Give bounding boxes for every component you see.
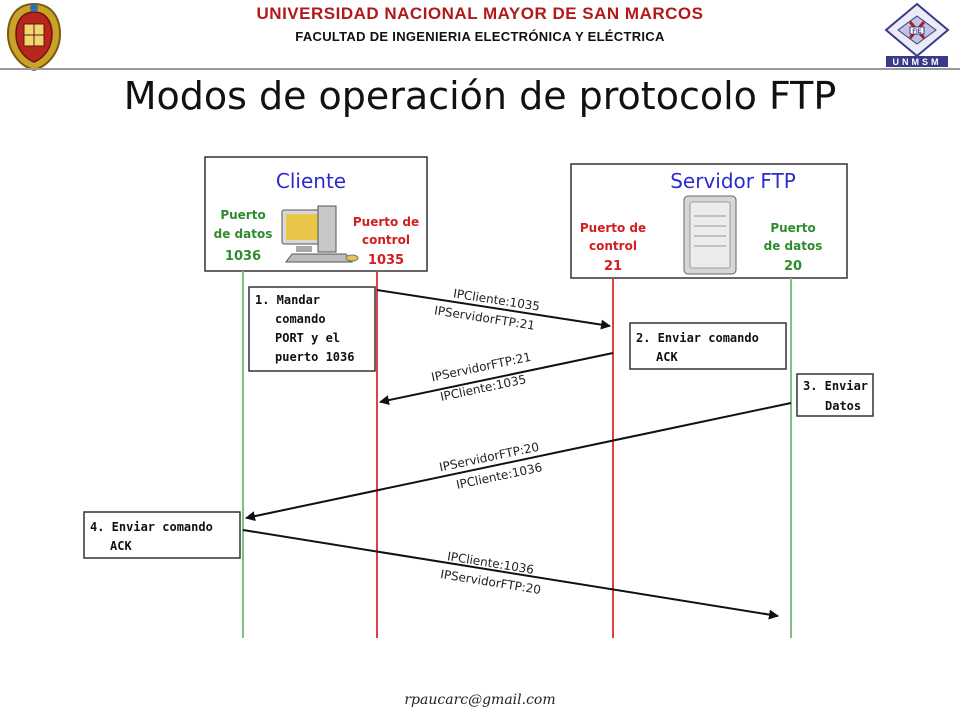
message-1-arrow [376,289,611,330]
unmsm-text: UNMSM [893,57,942,67]
author-email: rpaucarc@gmail.com [404,692,556,708]
header-divider [0,68,960,70]
server-data-port-number: 20 [784,259,802,274]
step-1-box [248,286,376,372]
message-2-arrow [379,352,614,406]
university-name: UNIVERSIDAD NACIONAL MAYOR DE SAN MARCOS [256,4,704,23]
client-data-port-line1: Puerto [220,208,265,222]
faculty-name: FACULTAD DE INGENIERIA ELECTRÓNICA Y ELÉ… [295,29,665,44]
step-2-line1: 2. Enviar comando [636,331,759,345]
client-control-port-line1: Puerto de [353,215,419,229]
university-seal-logo [2,0,66,72]
client-control-port-number: 1035 [368,253,404,268]
step-1-line2: comando [275,312,326,326]
client-control-port-line2: control [362,233,410,247]
message-3-arrow [245,402,792,522]
fie-badge-text: FIE [912,29,921,35]
fie-faculty-logo: FIE UNMSM [880,0,954,70]
client-label: Cliente [276,169,346,193]
step-1-line3: PORT y el [275,331,340,345]
server-label: Servidor FTP [670,169,796,193]
server-data-port-line2: de datos [764,239,823,253]
step-3-line1: 3. Enviar [803,379,868,393]
step-4-box [83,511,241,559]
step-2-box [629,322,787,370]
server-control-port-line1: Puerto de [580,221,646,235]
step-4-line2: ACK [110,539,132,553]
step-1-line4: puerto 1036 [275,350,354,364]
server-tower-icon [683,195,737,275]
client-data-port-line2: de datos [214,227,273,241]
step-4-line1: 4. Enviar comando [90,520,213,534]
server-control-port-number: 21 [604,259,622,274]
slide-title: Modos de operación de protocolo FTP [123,74,837,118]
step-3-line2: Datos [825,399,861,413]
step-3-box [796,373,874,417]
server-data-port-line1: Puerto [770,221,815,235]
desktop-computer-icon [281,205,359,263]
server-control-port-line2: control [589,239,637,253]
message-4-arrow [242,529,779,620]
step-2-line2: ACK [656,350,678,364]
client-data-port-number: 1036 [225,249,261,264]
step-1-line1: 1. Mandar [255,293,320,307]
